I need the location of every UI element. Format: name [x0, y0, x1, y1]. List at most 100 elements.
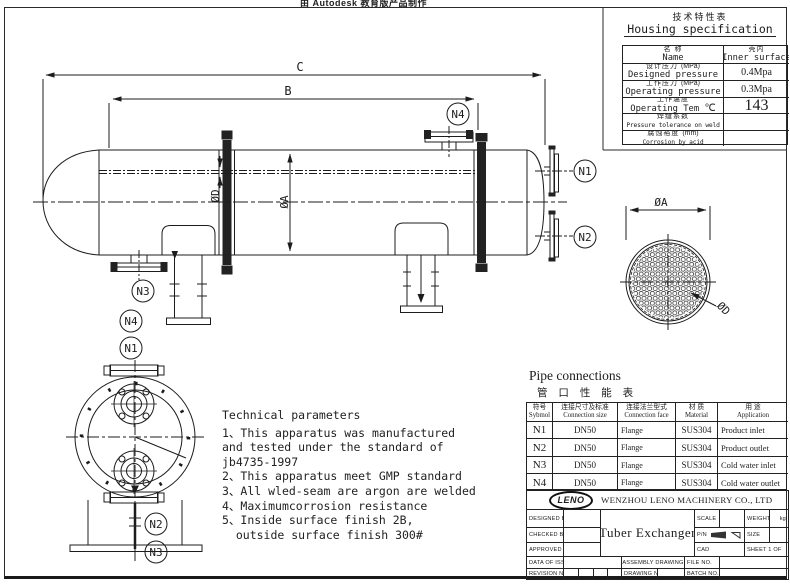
pipe-row-n4-symbol: N4 — [527, 474, 553, 491]
revision-no-label: REVISION NO. — [527, 568, 563, 579]
company-name: WENZHOU LENO MACHINERY CO., LTD — [601, 495, 773, 505]
housing-value-operating-temp: 143 — [724, 98, 789, 114]
housing-value-designed-pressure: 0.4Mpa — [724, 64, 789, 81]
pipe-row-n2-symbol: N2 — [527, 439, 553, 457]
pipe-header-size: 连接尺寸及标准 Connection size — [553, 403, 618, 422]
housing-row-designed-pressure: 设计压力 (MPa) Designed pressure — [623, 64, 724, 81]
panel-divider-lines — [602, 7, 786, 151]
date-of-issue-value — [563, 556, 621, 568]
designed-by-label: DESIGNED BY — [527, 509, 563, 527]
housing-row-corrosion: 腐蚀裕度 (mm) Corrosion by acid — [623, 131, 724, 146]
balloon-n2-side: N2 — [578, 231, 591, 244]
pipe-row-n3-application: Cold water inlet — [718, 457, 788, 474]
pipe-row-n4-application: Cold water outlet — [721, 477, 781, 488]
tube-sheet-view — [620, 206, 717, 330]
batch-no-label: BATCH NO. — [684, 568, 719, 579]
tech-param-line: 2、This apparatus meet GMP standard — [222, 469, 462, 484]
revision-cell — [593, 568, 607, 579]
pipe-connections-title-en: Pipe connections — [529, 368, 621, 383]
dia-d-label-side: ØD — [209, 189, 222, 202]
tech-param-line: jb4735-1997 — [222, 454, 299, 469]
housing-spec-titles: 技术特性表 Housing specification — [612, 11, 788, 37]
revision-cell — [563, 568, 578, 579]
drawing-no-label: DRAWING NO. — [621, 568, 657, 579]
projection-symbol-icon — [710, 531, 741, 539]
drawing-no-value — [657, 568, 684, 579]
vessel-end-view — [66, 309, 204, 564]
housing-header-scope: 壳内 Inner surface — [724, 46, 789, 64]
pipe-row-n2-face: Flange — [618, 439, 676, 457]
dia-d-label-tubesheet: ØD — [714, 299, 733, 318]
balloon-n1-end: N1 — [124, 342, 137, 355]
balloon-n2-end: N2 — [149, 518, 162, 531]
sheet-label: SHEET 1 OF — [744, 542, 788, 556]
technical-parameters-title: Technical parameters — [222, 408, 361, 422]
checked-by-label: CHECKED BY — [527, 527, 563, 542]
housing-row-weld-coefficient: 焊缝系数 Pressure tolerance on weld — [623, 114, 724, 131]
revision-cell — [578, 568, 593, 579]
pipe-header-material: 材 质 Material — [676, 403, 718, 422]
pipe-row-n1-symbol: N1 — [527, 422, 553, 439]
pipe-row-n3-symbol: N3 — [527, 457, 553, 474]
dia-a-label-tubesheet: ØA — [654, 196, 668, 209]
weight-label: WEIGHT — [744, 509, 769, 527]
title-block: LENO WENZHOU LENO MACHINERY CO., LTD DES… — [526, 490, 789, 580]
drawing-title: Tuber Exchanger — [600, 509, 694, 556]
assembly-drawing-label: ASSEMBLY DRAWING — [621, 556, 684, 568]
housing-spec-title-cn: 技术特性表 — [672, 12, 728, 22]
tech-param-line: outside surface finish 300# — [222, 527, 423, 542]
pipe-header-application: 用 途 Application — [718, 403, 788, 422]
weight-unit: kg — [769, 509, 788, 527]
autodesk-watermark: 由 Autodesk 教育版产品制作 — [300, 0, 428, 8]
housing-spec-table: 名 称 Name 壳内 Inner surface 设计压力 (MPa) Des… — [622, 45, 789, 146]
approved-by-label: APPROVED BY — [527, 542, 563, 556]
pipe-row-n4-material: SUS304 — [676, 474, 718, 491]
pipe-row-n3-face: Flange — [618, 457, 676, 474]
pipe-row-n1-material: SUS304 — [676, 422, 718, 439]
pipe-row-n3-size: DN50 — [553, 457, 618, 474]
balloon-n3-side: N3 — [136, 285, 149, 298]
designed-by-value — [563, 509, 600, 527]
file-no-label: FILE NO. — [684, 556, 719, 568]
leno-logo: LENO — [549, 491, 593, 509]
housing-row-operating-pressure: 工作压力 (MPa) Operating pressure — [623, 81, 724, 98]
file-no-value — [719, 556, 788, 568]
balloon-n4-end: N4 — [124, 315, 138, 328]
housing-value-weld-coefficient — [724, 114, 789, 131]
tech-param-line: 1、This apparatus was manufactured — [222, 425, 456, 440]
vessel-side-view — [33, 126, 573, 325]
dia-a-label-side: ØA — [278, 195, 291, 209]
housing-header-name: 名 称 Name — [623, 46, 724, 64]
checked-by-value — [563, 527, 600, 542]
tech-param-line: 5、Inside surface finish 2B, — [222, 513, 414, 528]
batch-no-value — [719, 568, 788, 579]
size-label: SIZE — [744, 527, 769, 542]
scale-value — [719, 509, 744, 527]
side-view-nozzle-balloons — [131, 102, 597, 303]
part-number-cell: P/N — [694, 527, 744, 542]
dim-b-label: B — [284, 84, 291, 98]
cad-label: CAD — [694, 542, 744, 556]
side-view-dimensions — [42, 72, 546, 252]
pipe-connections-title-cn: 管 口 性 能 表 — [537, 387, 638, 399]
scale-label: SCALE — [694, 509, 719, 527]
pipe-row-n2-size: DN50 — [553, 439, 618, 457]
dim-c-label: C — [296, 60, 303, 74]
tech-param-line: 3、All wled-seam are argon are welded — [222, 483, 476, 498]
housing-value-corrosion — [724, 131, 789, 146]
company-row: LENO WENZHOU LENO MACHINERY CO., LTD — [527, 491, 788, 509]
pipe-header-symbol: 符号 Sybmol — [527, 403, 553, 422]
pipe-connections-table: 符号 Sybmol 连接尺寸及标准 Connection size 连接法兰型式… — [526, 402, 788, 491]
approved-by-value — [563, 542, 600, 556]
pipe-row-n1-application: Product inlet — [718, 422, 788, 439]
pipe-row-n1-face: Flange — [618, 422, 676, 439]
balloon-n1-side: N1 — [578, 165, 591, 178]
pipe-header-face: 连接法兰型式 Connection face — [618, 403, 676, 422]
balloon-n3-end: N3 — [149, 546, 162, 559]
pipe-row-n4-size: DN50 — [553, 474, 618, 491]
housing-row-operating-temp: 工作温度 Operating Tem ℃ — [623, 98, 724, 114]
pipe-row-n2-application: Product outlet — [718, 439, 788, 457]
technical-parameters: Technical parameters 1、This apparatus wa… — [222, 408, 522, 542]
